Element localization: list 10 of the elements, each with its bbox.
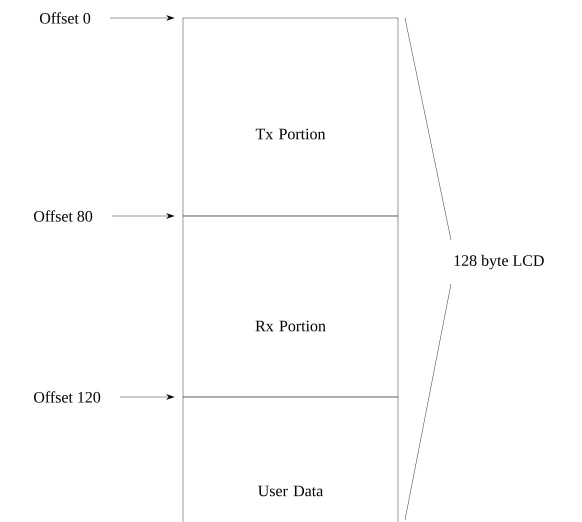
arrow xyxy=(112,213,174,219)
arrow xyxy=(120,394,174,400)
offset-label: Offset 80 xyxy=(34,210,92,222)
offset-label: Offset 120 xyxy=(34,391,100,403)
offset-label: Offset 0 xyxy=(40,12,90,24)
memory-region-box: Rx Portion xyxy=(182,216,398,398)
memory-region-box: Tx Portion xyxy=(182,18,398,216)
size-label: 128 byte LCD xyxy=(454,254,544,270)
memory-region-box: User Data xyxy=(182,396,398,522)
arrow xyxy=(110,15,174,21)
